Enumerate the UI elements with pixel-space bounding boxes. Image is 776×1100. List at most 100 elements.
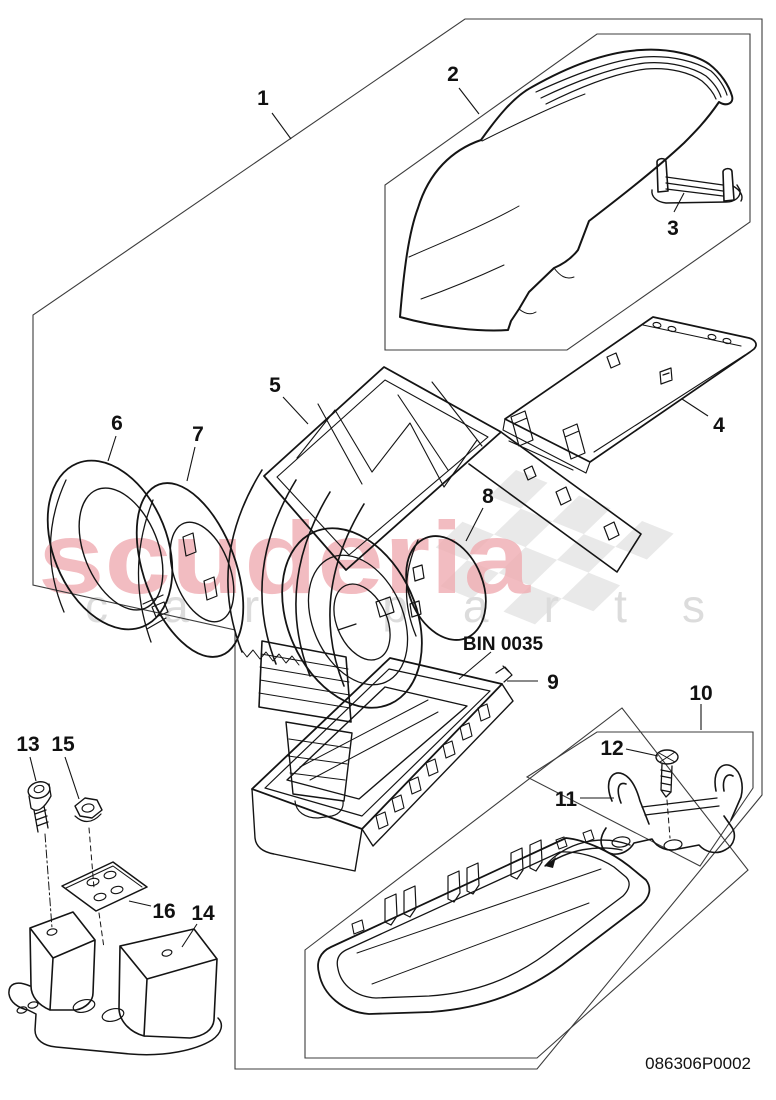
bin-note: BIN 0035 [463, 634, 544, 655]
bracket-base [651, 184, 743, 204]
callout-8: 8 [482, 485, 494, 508]
leader-15 [64, 756, 80, 800]
plate-holes [86, 870, 124, 902]
callout-4: 4 [713, 414, 725, 437]
plate-edge [65, 865, 143, 889]
cap-face [405, 535, 487, 641]
lock-ring-depth [137, 499, 154, 643]
nut-bore [81, 803, 95, 813]
housing-channel [336, 851, 630, 999]
mount-base-plate [8, 982, 223, 1056]
panel-screw-holes [652, 321, 732, 345]
callout-16: 16 [152, 900, 175, 923]
leader-14 [181, 923, 198, 948]
callout-12: 12 [600, 737, 623, 760]
plate-outline [61, 861, 148, 912]
bracket-pins [656, 157, 735, 202]
leader-6 [107, 435, 117, 462]
leader-12 [625, 748, 659, 757]
checker-cell [503, 585, 562, 625]
checker-cell [561, 572, 621, 612]
panel-details [502, 324, 746, 474]
checker-cell [552, 495, 611, 535]
bin-skirt [251, 788, 363, 872]
bracket-prongs [607, 764, 743, 825]
bin-floor-lines [299, 699, 439, 781]
panel-clips [510, 352, 673, 460]
callout-9: 9 [547, 671, 559, 694]
lock-ring-face [135, 482, 245, 658]
hinge-key-slot [337, 596, 395, 631]
lid-outline [399, 48, 734, 332]
bracket-cross-bars [641, 797, 720, 816]
checker-cell [435, 521, 494, 561]
screw-axis-dashed [666, 799, 671, 839]
bracket-hole-right [663, 839, 683, 851]
barrel-serration [239, 647, 300, 666]
hinge-barrel-mid [307, 554, 409, 686]
part-outer-ring [46, 459, 174, 631]
bolt-head [27, 781, 51, 799]
bin-wall-slots [375, 703, 491, 830]
callout-14: 14 [191, 902, 215, 925]
parts-artwork [8, 48, 757, 1056]
part-lower-housing [317, 829, 651, 1015]
screw-head-cross [658, 751, 676, 763]
checker-cell [493, 508, 553, 548]
bolt-axis-dashdot [44, 833, 53, 929]
outer-ring-face [46, 459, 174, 631]
part-lock-ring [135, 482, 245, 658]
bellows [285, 721, 353, 802]
duct-ribs [258, 653, 351, 709]
checker-cell [615, 520, 674, 560]
callout-7: 7 [192, 423, 204, 446]
callout-6: 6 [111, 412, 123, 435]
lid-piping-lines [535, 56, 728, 105]
arrow-tip [545, 857, 556, 868]
bin-rim-outer [251, 657, 503, 830]
callout-13: 13 [16, 733, 39, 756]
checker-cell [557, 534, 616, 573]
part-mount-bracket [8, 911, 223, 1056]
callout-leaders [29, 87, 709, 948]
mount-left-block [29, 911, 96, 1011]
outer-frame [32, 18, 763, 1070]
rail-clips [523, 465, 620, 541]
frame-borders [32, 18, 763, 1070]
part-cover-cap [405, 535, 487, 641]
plate-axis-dashed [98, 912, 105, 949]
part-base-panel [502, 316, 757, 474]
callout-5: 5 [269, 374, 281, 397]
callout-11: 11 [555, 788, 578, 811]
leader-4 [681, 398, 709, 417]
part-bolt [27, 781, 53, 929]
checker-cell [498, 547, 558, 586]
bracket-bars [665, 176, 724, 197]
bolt-socket [33, 784, 45, 794]
leader-5 [282, 396, 309, 425]
callout-10: 10 [689, 682, 712, 705]
part-hinge-frame [227, 366, 642, 819]
callout-15: 15 [51, 733, 75, 756]
housing-small-tabs [351, 829, 595, 935]
checkered-flag-watermark [435, 470, 674, 625]
lower-duct [258, 640, 352, 723]
install-direction-arrow [544, 839, 631, 868]
screw-shank [660, 763, 673, 798]
leader-13 [29, 756, 37, 782]
leader-8 [465, 507, 484, 542]
bin-rim-inner [264, 668, 491, 817]
lattice-plate [263, 366, 502, 571]
outer-ring-inner [78, 487, 164, 611]
part-screw [655, 749, 679, 839]
outer-ring-depth [49, 479, 67, 613]
leader-3 [673, 192, 685, 213]
screw-head [655, 749, 679, 765]
lid-group-frame [384, 33, 751, 351]
bin-corner-clip [495, 665, 513, 683]
hinge-knuckles [227, 469, 365, 687]
leader-2 [458, 87, 480, 115]
checker-cell [440, 560, 499, 599]
